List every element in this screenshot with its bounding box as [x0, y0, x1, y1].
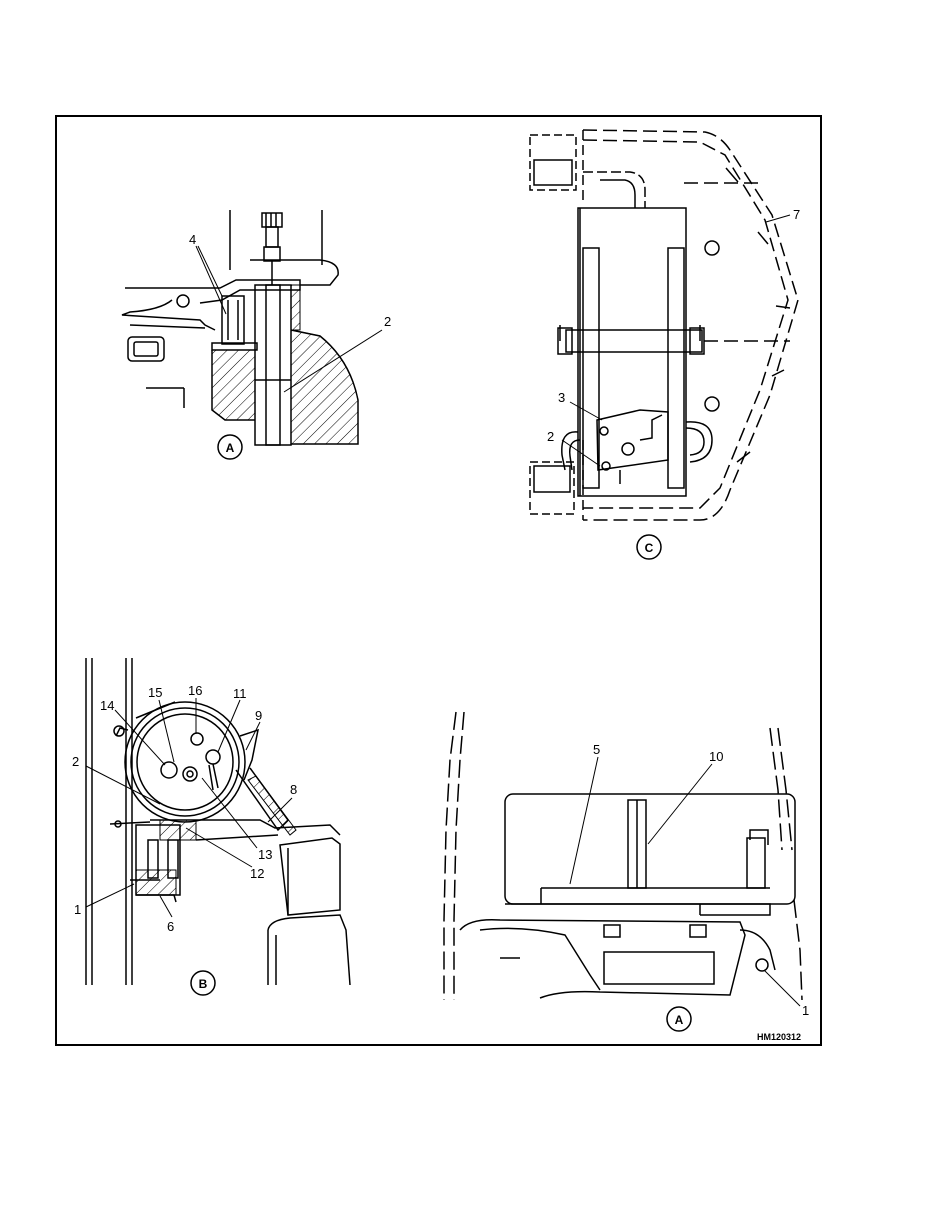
callout-a-bottom-5: 5 — [593, 742, 600, 757]
drawing-code: HM120312 — [757, 1032, 801, 1042]
view-a-top-hatched-collar — [290, 284, 301, 331]
callout-b-14: 14 — [100, 698, 114, 713]
view-b-hatched-section — [135, 869, 177, 896]
view-b-hatched-hose — [247, 775, 297, 836]
view-a-bottom-drawing — [443, 711, 803, 1001]
callout-b-15: 15 — [148, 685, 162, 700]
callout-c-3: 3 — [558, 390, 565, 405]
view-b-circle — [190, 970, 216, 996]
view-label-a-top: A — [226, 441, 235, 455]
callout-b-9: 9 — [255, 708, 262, 723]
view-a-top-circle — [217, 434, 243, 460]
callout-b-11: 11 — [233, 686, 247, 701]
callout-b-16: 16 — [188, 683, 202, 698]
callout-a-bottom-10: 10 — [709, 749, 723, 764]
view-label-a-bottom: A — [675, 1013, 684, 1027]
view-a-top-hatched-section-left — [211, 349, 256, 421]
callout-b-12: 12 — [250, 866, 264, 881]
view-b-drawing — [85, 658, 351, 986]
view-c-circle — [636, 534, 662, 560]
callout-a-top-4: 4 — [189, 232, 196, 247]
view-b-hatched-collar — [159, 819, 197, 841]
view-a-top-leaders — [195, 245, 383, 393]
callout-b-13: 13 — [258, 847, 272, 862]
view-a-bottom-leaders — [569, 756, 801, 1007]
callout-c-7: 7 — [793, 207, 800, 222]
view-label-c: C — [645, 541, 654, 555]
view-b-leaders — [85, 698, 293, 918]
callout-b-1: 1 — [74, 902, 81, 917]
callout-c-2: 2 — [547, 429, 554, 444]
view-a-bottom-circle — [666, 1006, 692, 1032]
figure-frame — [55, 115, 822, 1046]
view-a-top-hatched-section-right — [290, 329, 359, 445]
callout-b-6: 6 — [167, 919, 174, 934]
callout-a-bottom-1: 1 — [802, 1003, 809, 1018]
callout-a-top-2: 2 — [384, 314, 391, 329]
callout-b-8: 8 — [290, 782, 297, 797]
view-c-drawing — [529, 129, 799, 521]
view-c-leaders — [561, 214, 791, 467]
callout-b-2: 2 — [72, 754, 79, 769]
view-label-b: B — [199, 977, 208, 991]
